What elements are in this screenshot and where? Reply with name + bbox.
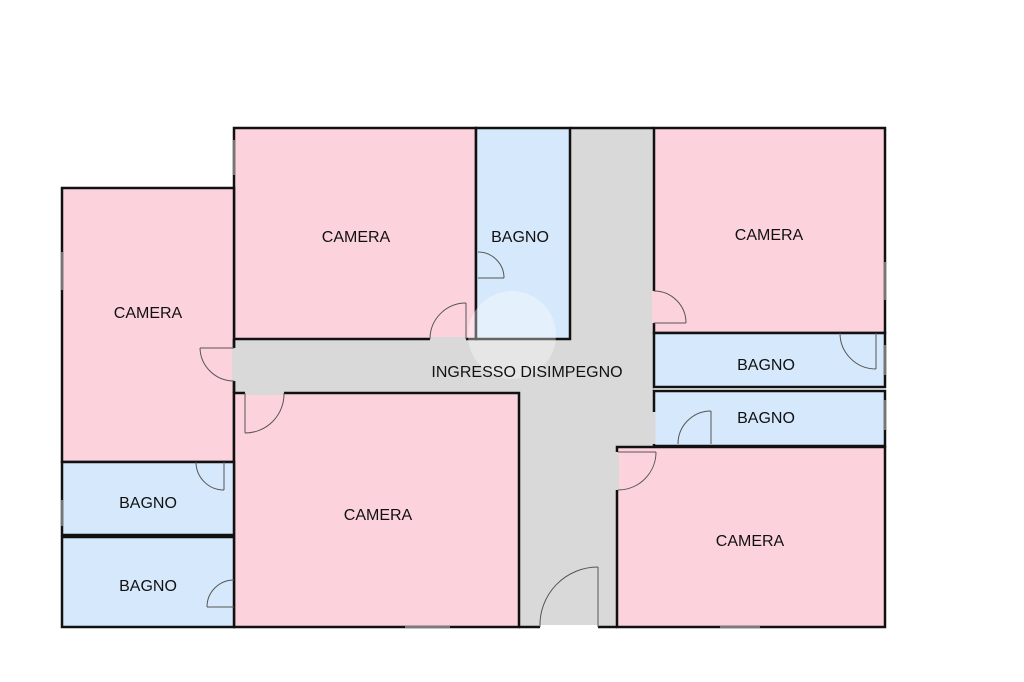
room-label-camera-top-right: CAMERA <box>735 227 804 244</box>
door-gaps <box>232 291 656 629</box>
corridor-area <box>234 128 654 628</box>
room-label-bagno-left-2: BAGNO <box>119 578 177 595</box>
room-label-bagno-top: BAGNO <box>491 229 549 246</box>
bagno-right-2-room <box>652 389 887 448</box>
room-label-corridor: INGRESSO DISIMPEGNO <box>431 364 622 381</box>
door-swings <box>195 251 877 628</box>
room-label-camera-top-left: CAMERA <box>322 229 391 246</box>
bagno-left-1-room <box>60 460 236 537</box>
watermark-logo <box>468 291 556 379</box>
room-label-bagno-right-1: BAGNO <box>737 357 795 374</box>
bagno-left-2-room <box>60 535 236 629</box>
room-label-bagno-right-2: BAGNO <box>737 410 795 427</box>
bagno-top-room <box>474 126 572 341</box>
room-label-camera-left: CAMERA <box>114 305 183 322</box>
room-label-camera-center: CAMERA <box>344 507 413 524</box>
room-label-camera-bottom-right: CAMERA <box>716 533 785 550</box>
camera-center-room <box>232 391 521 629</box>
camera-left-room <box>60 186 236 464</box>
window-marks <box>61 140 886 628</box>
room-label-bagno-left-1: BAGNO <box>119 495 177 512</box>
bagno-right-1-room <box>652 331 887 389</box>
